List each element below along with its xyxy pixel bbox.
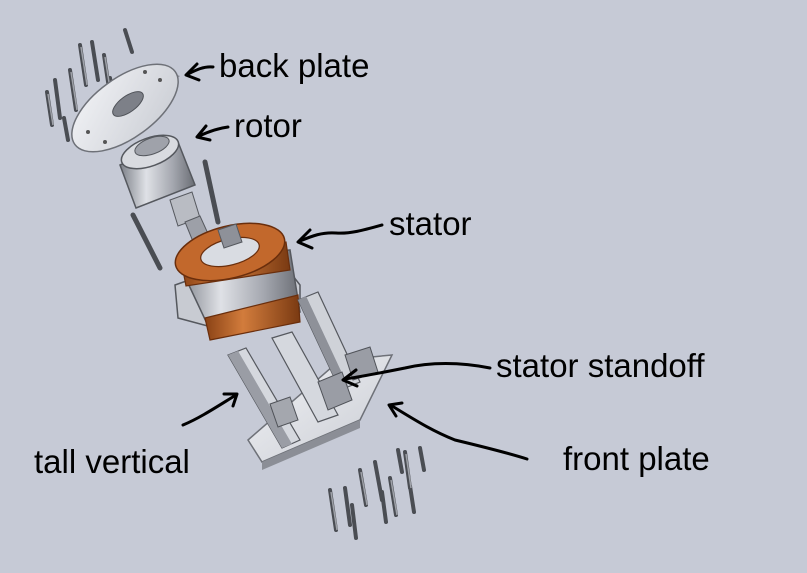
arrow-rotor <box>197 125 230 138</box>
bolt-cluster-bottom <box>328 446 426 540</box>
arrow-stator <box>298 223 384 243</box>
back-plate-part <box>71 63 180 153</box>
label-stator: stator <box>389 205 472 242</box>
label-front-plate: front plate <box>563 440 710 477</box>
arrow-tall-vertical <box>181 393 238 427</box>
arrow-front-plate <box>390 404 529 461</box>
label-rotor: rotor <box>234 107 302 144</box>
rotor-part <box>119 134 211 245</box>
label-stator-standoff: stator standoff <box>496 347 705 384</box>
stator-part <box>174 222 301 341</box>
label-tall-vertical: tall vertical <box>34 443 190 480</box>
arrow-stator-standoff <box>343 362 492 381</box>
callout-arrows <box>181 62 529 461</box>
label-back-plate: back plate <box>219 47 370 84</box>
